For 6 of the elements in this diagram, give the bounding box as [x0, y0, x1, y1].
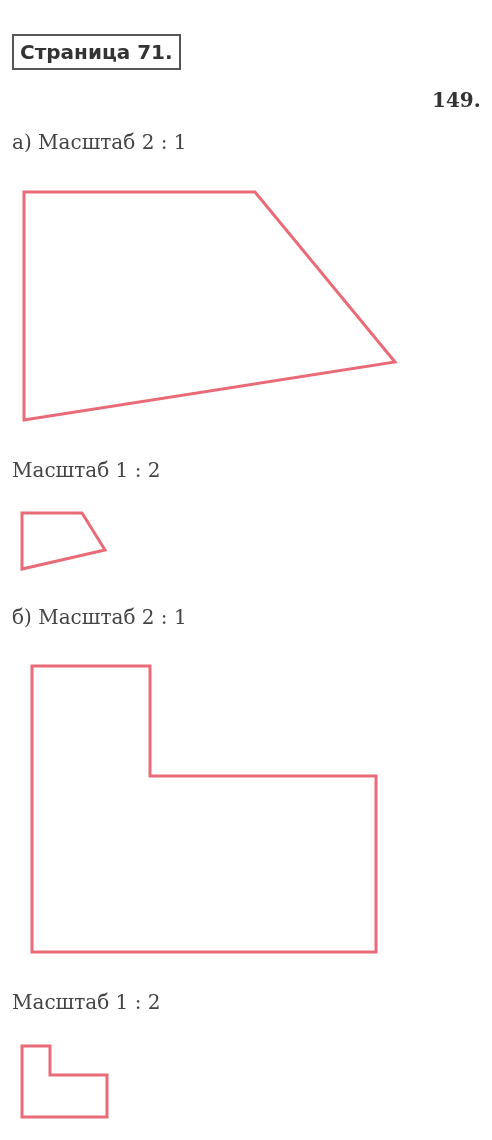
scale-caption: Масштаб 1 : 2	[12, 990, 161, 1014]
exercise-number: 149.	[432, 88, 481, 112]
scale-caption: Масштаб 1 : 2	[12, 458, 161, 482]
scale-caption: а) Масштаб 2 : 1	[12, 130, 187, 154]
scale-caption: б) Масштаб 2 : 1	[12, 605, 187, 629]
page-heading: Страница 71.	[12, 34, 181, 70]
